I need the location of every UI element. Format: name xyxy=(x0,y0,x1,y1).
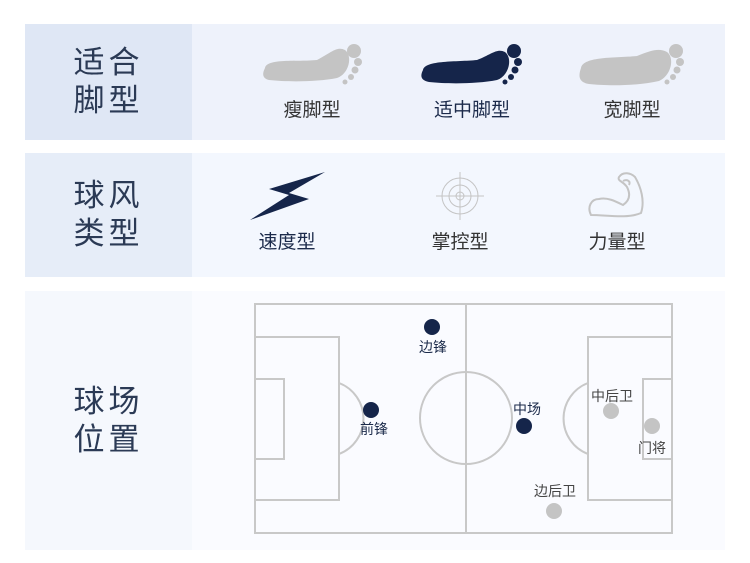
style-option-control[interactable]: 掌控型 xyxy=(390,171,530,254)
option-label: 宽脚型 xyxy=(603,99,661,121)
title-line: 类型 xyxy=(73,216,144,252)
svg-text:门将: 门将 xyxy=(638,441,666,457)
left-penalty-arc xyxy=(338,382,365,455)
foot-option-medium[interactable]: 适中脚型 xyxy=(402,44,542,122)
muscle-arm-icon xyxy=(588,172,644,218)
option-label: 力量型 xyxy=(588,231,646,253)
option-label: 掌控型 xyxy=(431,231,489,253)
field-position-title: 球场位置 xyxy=(25,291,192,550)
foot-icon xyxy=(421,44,522,85)
right-goal-box xyxy=(642,378,673,460)
lightning-icon xyxy=(250,172,325,220)
option-label: 适中脚型 xyxy=(433,99,510,121)
crosshair-icon xyxy=(436,172,484,220)
play-style-row: 球风类型 速度型 掌控型 力量型 xyxy=(25,153,725,277)
style-option-speed[interactable]: 速度型 xyxy=(217,171,357,254)
option-label: 速度型 xyxy=(258,231,316,253)
svg-text:边后卫: 边后卫 xyxy=(534,484,576,500)
player-goalkeeper[interactable]: 门将 xyxy=(638,418,666,457)
title-line: 球风 xyxy=(73,178,144,214)
foot-type-row: 适合脚型 瘦脚型 适中脚型 宽脚型 xyxy=(25,24,725,140)
title-line: 球场 xyxy=(73,383,144,420)
svg-text:前锋: 前锋 xyxy=(360,421,388,438)
field-position-row: 球场位置 xyxy=(25,291,725,550)
foot-icon xyxy=(263,44,362,85)
style-options: 速度型 掌控型 力量型 xyxy=(192,153,725,277)
left-goal-box xyxy=(254,378,285,460)
foot-type-title: 适合脚型 xyxy=(25,24,192,140)
title-line: 脚型 xyxy=(73,83,144,119)
center-circle xyxy=(419,371,513,465)
player-striker[interactable]: 前锋 xyxy=(360,402,388,438)
option-label: 瘦脚型 xyxy=(283,99,341,121)
title-line: 位置 xyxy=(73,421,144,458)
right-penalty-box xyxy=(587,336,673,501)
player-midfielder[interactable]: 中场 xyxy=(513,402,541,434)
title-line: 适合 xyxy=(73,45,144,81)
right-penalty-arc xyxy=(562,382,589,455)
player-winger[interactable]: 边锋 xyxy=(419,319,447,356)
field-area xyxy=(192,291,725,550)
play-style-title: 球风类型 xyxy=(25,153,192,277)
foot-icon xyxy=(579,44,684,86)
svg-text:中场: 中场 xyxy=(513,402,541,418)
player-full-back[interactable]: 边后卫 xyxy=(534,484,576,519)
svg-text:中后卫: 中后卫 xyxy=(591,389,633,405)
foot-options: 瘦脚型 适中脚型 宽脚型 xyxy=(192,24,725,140)
player-center-back[interactable]: 中后卫 xyxy=(591,389,633,419)
svg-text:边锋: 边锋 xyxy=(419,340,447,356)
style-option-power[interactable]: 力量型 xyxy=(547,171,687,254)
foot-option-wide[interactable]: 宽脚型 xyxy=(562,44,702,122)
left-penalty-box xyxy=(254,336,340,501)
foot-option-slim[interactable]: 瘦脚型 xyxy=(242,44,382,122)
